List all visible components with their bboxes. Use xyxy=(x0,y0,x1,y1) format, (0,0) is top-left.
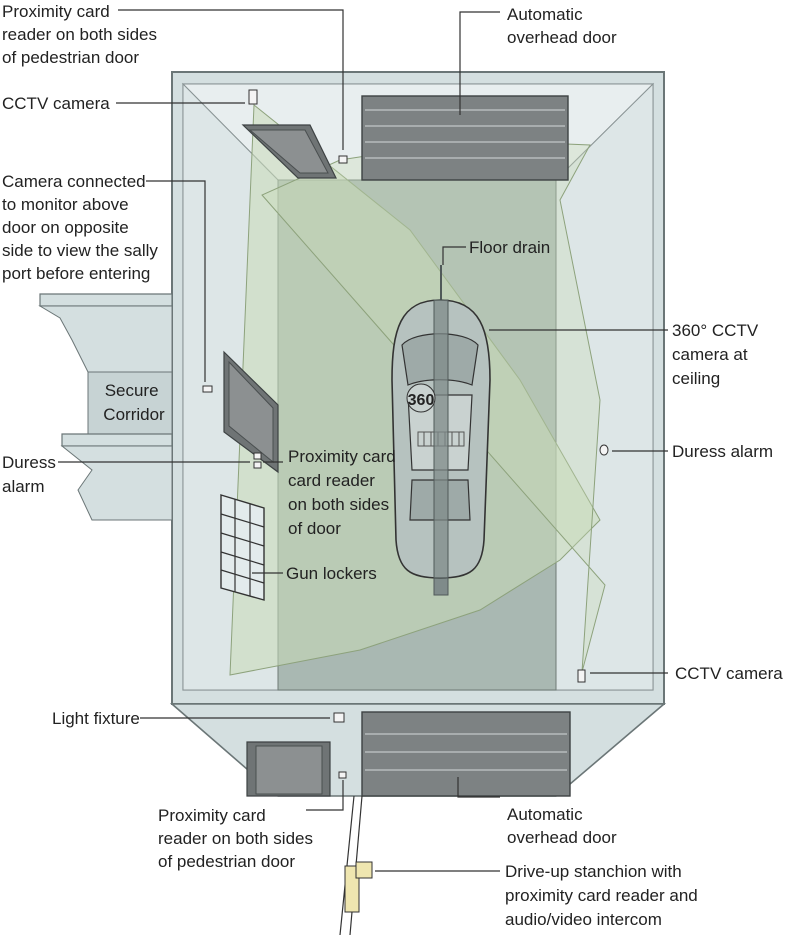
cctv-camera-bottom-icon xyxy=(577,669,586,683)
leader-lines xyxy=(58,9,668,872)
duress-alarm-left-icon xyxy=(253,461,262,469)
card-reader-bottom-icon xyxy=(338,771,347,779)
camera-360-badge: 360 xyxy=(408,392,435,409)
light-fixture-icon xyxy=(333,712,345,723)
label-light-fixture: Light fixture xyxy=(52,709,140,728)
label-secure-corridor: Secure Corridor xyxy=(103,381,165,424)
label-floor-drain: Floor drain xyxy=(469,238,550,257)
label-duress-left: Duress alarm xyxy=(2,453,61,496)
label-overhead-bottom: Automatic overhead door xyxy=(507,805,617,847)
label-prox-door: Proximity card card reader on both sides… xyxy=(288,447,400,538)
label-cctv-top: CCTV camera xyxy=(2,94,110,113)
secure-corridor-walls xyxy=(38,293,173,521)
card-reader-side-icon xyxy=(253,452,262,460)
label-stanchion: Drive-up stanchion with proximity card r… xyxy=(505,862,703,929)
label-duress-right: Duress alarm xyxy=(672,442,773,461)
card-reader-top-icon xyxy=(338,155,348,164)
label-prox-bottom: Proximity card reader on both sides of p… xyxy=(158,806,318,871)
cctv-camera-top-icon xyxy=(248,89,258,105)
label-cctv-bottom: CCTV camera xyxy=(675,664,783,683)
label-prox-top: Proximity card reader on both sides of p… xyxy=(2,2,162,67)
pedestrian-door-top-panel xyxy=(248,129,329,174)
overhead-door-top xyxy=(361,95,569,181)
vehicle-icon xyxy=(391,299,491,579)
label-cctv-360: 360° CCTV camera at ceiling xyxy=(672,321,763,388)
stanchion-icon xyxy=(344,861,373,913)
gun-lockers-icon xyxy=(220,494,265,601)
monitor-camera-icon xyxy=(202,385,213,393)
camera-360-icon xyxy=(406,383,436,413)
label-gun-lockers: Gun lockers xyxy=(286,564,377,583)
label-overhead-top: Automatic overhead door xyxy=(507,5,617,47)
duress-alarm-right-icon xyxy=(599,444,609,456)
overhead-door-bottom xyxy=(361,711,571,797)
label-camera-monitor: Camera connected to monitor above door o… xyxy=(2,172,163,283)
